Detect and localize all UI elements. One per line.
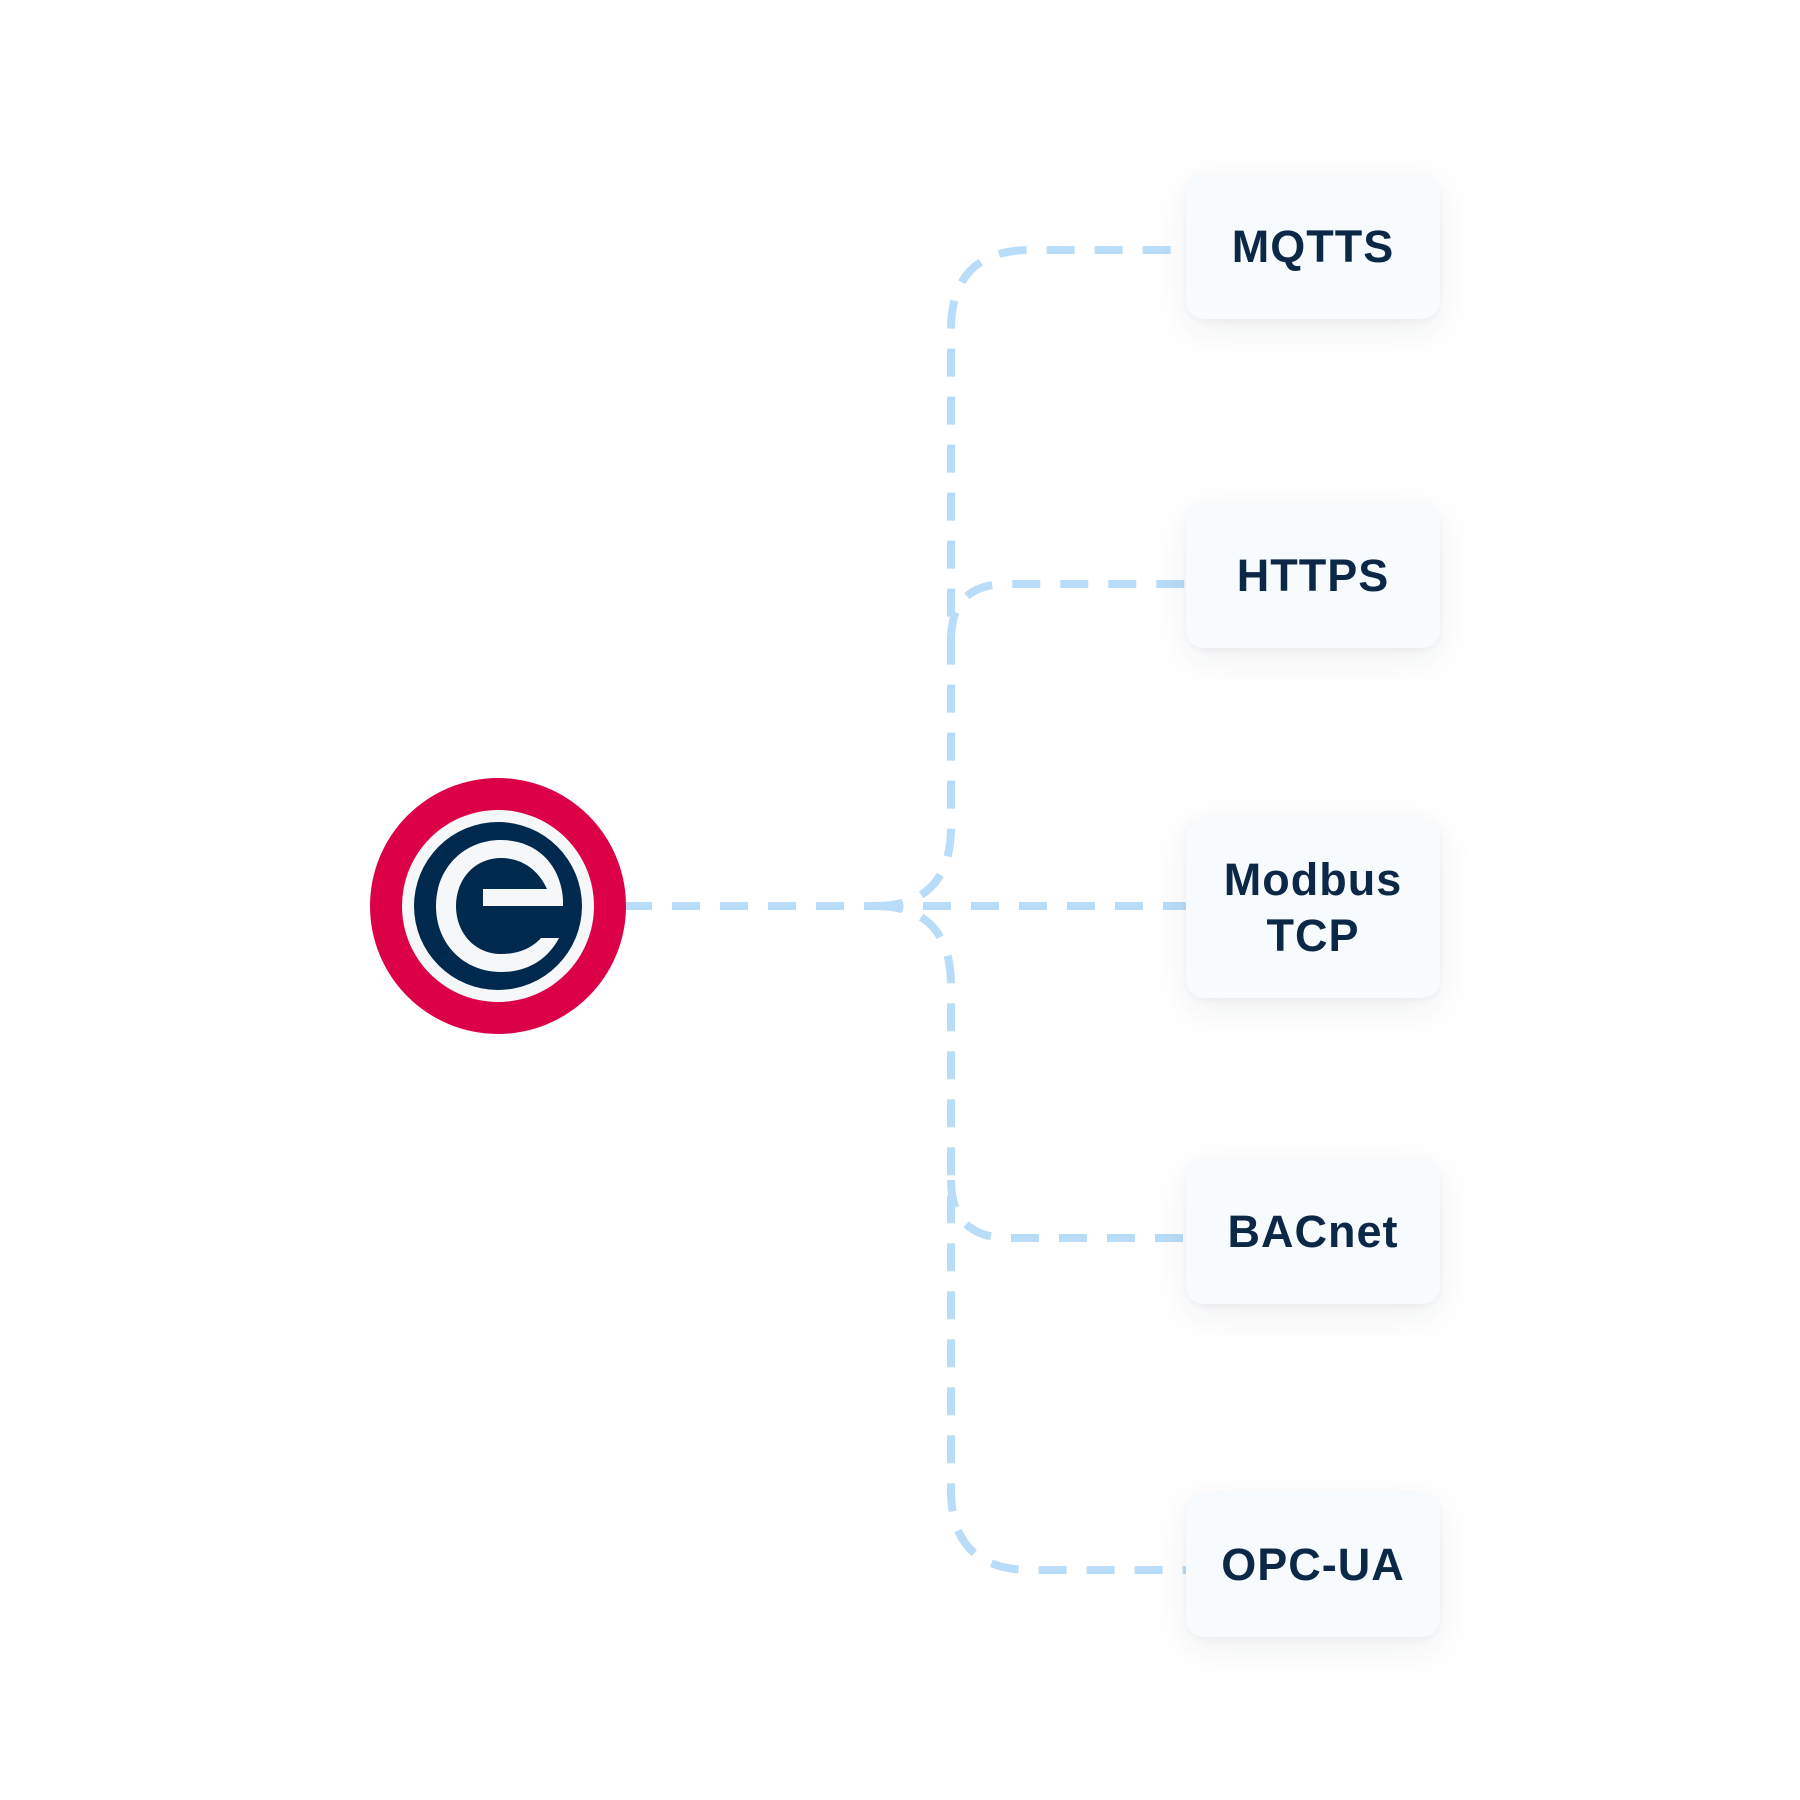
protocol-card-https: HTTPS xyxy=(1186,504,1440,648)
hub-logo xyxy=(370,778,626,1034)
protocol-card-opc-ua: OPC-UA xyxy=(1186,1493,1440,1637)
connector-mqtts xyxy=(874,246,1186,910)
connector-opcua xyxy=(874,902,1186,1574)
protocol-label-https: HTTPS xyxy=(1236,550,1390,601)
logo-e-letter xyxy=(436,840,563,972)
protocol-card-modbus-tcp: Modbus TCP xyxy=(1186,818,1440,998)
protocol-label-mqtts: MQTTS xyxy=(1231,221,1395,272)
protocol-label-opc-ua: OPC-UA xyxy=(1221,1539,1405,1590)
energy-e-logo-icon xyxy=(370,778,626,1034)
protocol-label-modbus-line2: TCP xyxy=(1266,910,1360,961)
protocol-label-modbus-tcp: Modbus TCP xyxy=(1224,852,1402,964)
protocol-label-bacnet: BACnet xyxy=(1227,1206,1399,1257)
connector-group xyxy=(624,246,1186,1574)
protocol-card-mqtts: MQTTS xyxy=(1186,175,1440,319)
connector-bacnet xyxy=(947,1179,1186,1242)
connector-https xyxy=(947,580,1186,641)
protocol-card-bacnet: BACnet xyxy=(1186,1160,1440,1304)
protocol-label-modbus-line1: Modbus xyxy=(1223,854,1403,905)
